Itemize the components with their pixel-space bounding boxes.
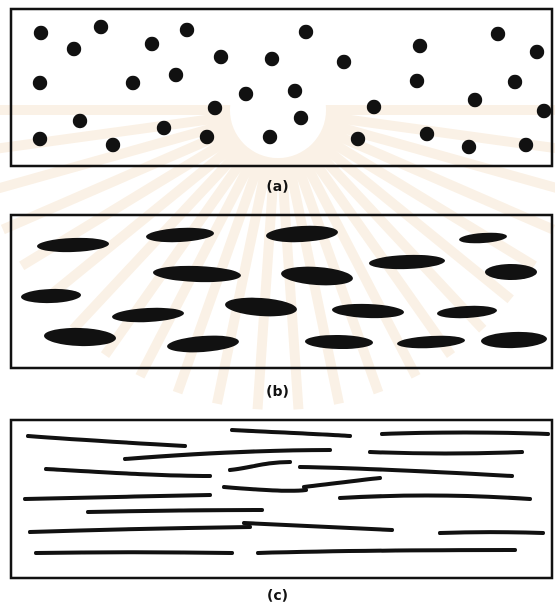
platelet bbox=[146, 226, 215, 244]
platelet bbox=[332, 303, 404, 320]
particle bbox=[337, 55, 351, 69]
particle bbox=[468, 93, 482, 107]
particle bbox=[239, 87, 253, 101]
fiber bbox=[370, 452, 522, 454]
particle bbox=[157, 121, 171, 135]
particle bbox=[351, 132, 365, 146]
platelet bbox=[481, 331, 548, 349]
fiber bbox=[46, 469, 210, 476]
particle bbox=[94, 20, 108, 34]
fiber bbox=[340, 495, 530, 499]
particle bbox=[294, 111, 308, 125]
particle bbox=[462, 140, 476, 154]
fiber bbox=[304, 478, 380, 487]
fiber bbox=[25, 495, 210, 499]
panel-a-particles bbox=[33, 20, 551, 154]
particle bbox=[145, 37, 159, 51]
fiber bbox=[258, 550, 515, 553]
particle bbox=[263, 130, 277, 144]
particle bbox=[208, 101, 222, 115]
fiber bbox=[125, 450, 330, 459]
particle bbox=[420, 127, 434, 141]
particle bbox=[34, 26, 48, 40]
particle bbox=[519, 138, 533, 152]
particle bbox=[73, 114, 87, 128]
particle bbox=[508, 75, 522, 89]
particle bbox=[367, 100, 381, 114]
particle bbox=[106, 138, 120, 152]
particle bbox=[200, 130, 214, 144]
fiber bbox=[230, 462, 290, 470]
particle bbox=[33, 132, 47, 146]
caption-b: (b) bbox=[0, 384, 555, 400]
platelet bbox=[485, 264, 537, 280]
platelet bbox=[280, 265, 353, 288]
particle bbox=[67, 42, 81, 56]
fiber bbox=[36, 552, 232, 553]
fiber bbox=[88, 510, 262, 512]
platelet bbox=[44, 327, 117, 348]
fiber bbox=[28, 436, 185, 446]
panel-c bbox=[11, 420, 552, 578]
platelet bbox=[437, 304, 498, 319]
particle bbox=[530, 45, 544, 59]
fiber bbox=[382, 433, 548, 435]
panel-b bbox=[11, 215, 552, 368]
panel-b-platelets bbox=[21, 224, 547, 354]
particle bbox=[214, 50, 228, 64]
platelet bbox=[266, 224, 339, 244]
fiber bbox=[224, 487, 306, 491]
particle bbox=[126, 76, 140, 90]
particle bbox=[33, 76, 47, 90]
platelet bbox=[224, 296, 297, 319]
platelet bbox=[305, 334, 373, 349]
particle bbox=[180, 23, 194, 37]
platelet bbox=[369, 254, 445, 271]
platelet bbox=[459, 231, 508, 244]
particle bbox=[299, 25, 313, 39]
caption-c: (c) bbox=[0, 588, 555, 604]
platelet bbox=[153, 264, 242, 283]
particle bbox=[491, 27, 505, 41]
panel-c-fibers bbox=[25, 430, 548, 553]
caption-a: (a) bbox=[0, 179, 555, 195]
fiber bbox=[440, 532, 543, 533]
particle bbox=[288, 84, 302, 98]
panel-a bbox=[11, 9, 552, 166]
fiber bbox=[300, 467, 512, 476]
fiber bbox=[30, 527, 250, 532]
platelet bbox=[37, 237, 109, 254]
fiber bbox=[244, 523, 392, 530]
particle bbox=[410, 74, 424, 88]
platelet bbox=[397, 334, 466, 350]
particle bbox=[413, 39, 427, 53]
platelet bbox=[112, 306, 185, 324]
fiber bbox=[232, 430, 350, 436]
particle bbox=[265, 52, 279, 66]
particle bbox=[169, 68, 183, 82]
platelet bbox=[167, 334, 240, 355]
particle bbox=[537, 104, 551, 118]
platelet bbox=[21, 288, 81, 304]
